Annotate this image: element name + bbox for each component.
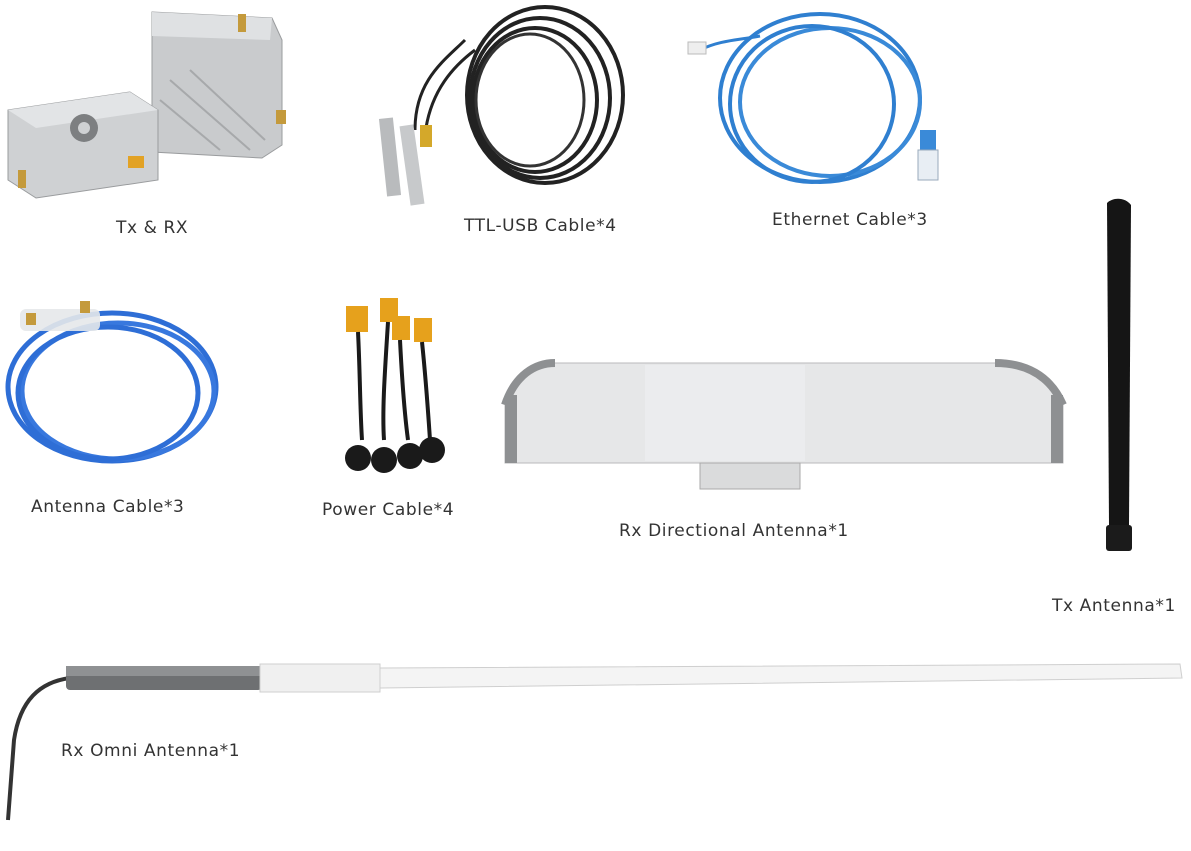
item-label: Tx & RX — [116, 218, 189, 238]
tx-rx-modules-image — [7, 11, 286, 199]
item-label: Tx Antenna*1 — [1052, 596, 1176, 616]
rx-directional-antenna-image — [501, 359, 1067, 490]
ethernet-cable-image — [687, 12, 939, 184]
rx-omni-antenna-image — [6, 663, 1183, 821]
item-label: Rx Omni Antenna*1 — [61, 741, 241, 761]
power-cable-image — [345, 298, 445, 473]
item-label: Antenna Cable*3 — [31, 497, 185, 517]
item-label: Rx Directional Antenna*1 — [619, 521, 849, 541]
antenna-cable-image — [5, 301, 219, 464]
item-label: TTL-USB Cable*4 — [464, 216, 617, 236]
tx-antenna-image — [1106, 198, 1132, 551]
item-label: Ethernet Cable*3 — [772, 210, 928, 230]
ttl-usb-cable-image — [378, 5, 625, 206]
item-label: Power Cable*4 — [322, 500, 455, 520]
